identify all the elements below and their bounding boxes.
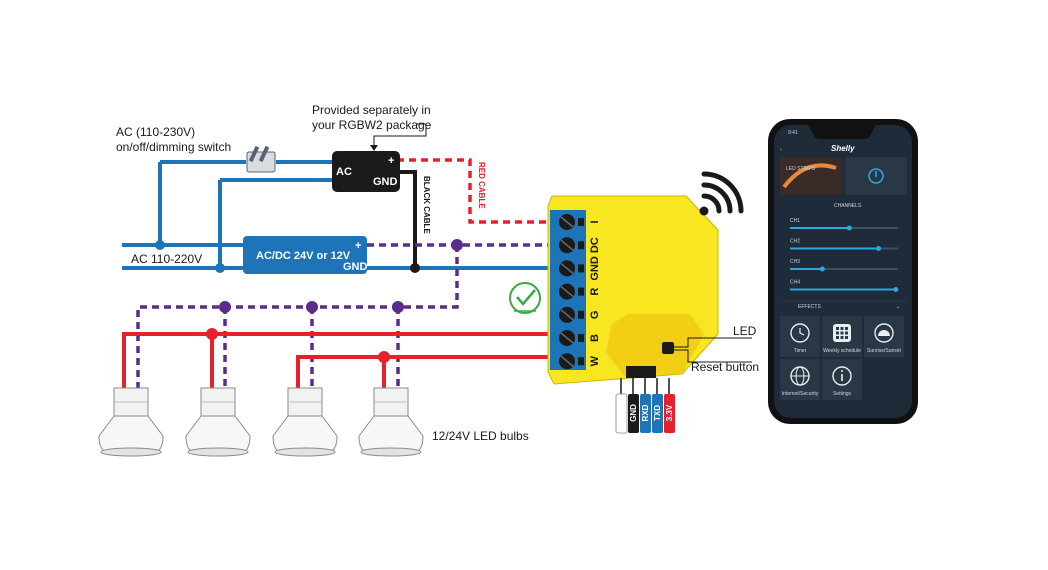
channel-slider-handle[interactable]	[846, 225, 852, 231]
junction-dot	[215, 263, 225, 273]
led-bulb-icon	[185, 387, 251, 457]
tile-label: Timer	[794, 348, 807, 354]
channel-wiring	[122, 332, 556, 388]
clock-icon	[790, 323, 810, 343]
adapter: AC + GND	[332, 151, 400, 192]
bulbs-label: 12/24V LED bulbs	[432, 429, 529, 443]
feature-tile[interactable]: Internet/Security	[780, 359, 820, 400]
adapter-ac-label: AC	[336, 166, 352, 178]
phone: 9:41 ‹ Shelly LED STRIPS CHANNELS CH1CH2…	[768, 119, 918, 424]
device-thumbnail[interactable]	[780, 157, 842, 195]
pin-label: 3.3V	[665, 404, 674, 421]
pin-label: TXD	[653, 405, 662, 421]
power-icon[interactable]	[868, 168, 884, 184]
pin-label: RXD	[641, 404, 650, 421]
terminal-label: W	[589, 355, 601, 366]
channel-label: CH3	[790, 259, 800, 265]
junction-dot	[378, 351, 390, 363]
app-brand: Shelly	[831, 144, 855, 153]
pin-label: GPIO0	[617, 400, 626, 425]
channel-slider-handle[interactable]	[819, 266, 825, 272]
feature-tile[interactable]: Sunrise/Sunset	[864, 316, 904, 357]
wifi-icon	[699, 171, 744, 216]
effects-label: EFFECTS	[798, 304, 821, 310]
back-arrow-icon[interactable]: ‹	[780, 147, 782, 153]
tile-label: Sunrise/Sunset	[867, 348, 902, 354]
reset-label: Reset button	[691, 360, 759, 374]
channel-slider-handle[interactable]	[893, 287, 899, 292]
channel-label: CH2	[790, 239, 800, 245]
terminal-label: B	[589, 334, 601, 342]
check-badge-icon	[509, 282, 541, 314]
junction-dot	[306, 301, 318, 313]
junction-dot	[392, 301, 404, 313]
positive-wiring	[136, 243, 556, 388]
junction-dot	[155, 240, 165, 250]
led-label: LED	[733, 324, 757, 338]
pin	[628, 394, 639, 433]
info-icon	[832, 366, 852, 386]
tile-label: Weekly schedule	[823, 348, 861, 354]
pin	[652, 394, 663, 433]
led-pointer	[666, 337, 752, 348]
adapter-gnd-label: GND	[373, 176, 398, 188]
adapter-plus-label: +	[388, 155, 394, 167]
led-bulb-icon	[272, 387, 338, 457]
channels-title: CHANNELS	[834, 203, 862, 209]
psu-plus-label: +	[355, 240, 361, 252]
status-time: 9:41	[788, 130, 798, 136]
terminal-label: R	[589, 288, 601, 296]
led-bulb-icon	[358, 387, 424, 457]
terminal-screws	[559, 214, 584, 370]
psu-title: AC/DC 24V or 12V	[256, 250, 351, 262]
ac-line-label: AC 110-220V	[131, 252, 202, 266]
ac-wiring	[122, 160, 556, 270]
junction-dot	[206, 328, 218, 340]
junction-dot	[410, 263, 420, 273]
terminal-label: GND	[589, 256, 601, 281]
power-supply: AC/DC 24V or 12V + GND	[243, 236, 368, 274]
terminal-label: DC	[589, 237, 601, 253]
chevron-down-icon[interactable]: ⌄	[896, 304, 900, 310]
black-cable-label: BLACK CABLE	[422, 176, 431, 234]
pin-label: GND	[629, 404, 638, 422]
feature-tiles: Timer Weekly schedule Sunrise/SunsetIntern…	[780, 316, 904, 400]
channel-label: CH4	[790, 280, 800, 286]
switch-icon	[246, 145, 276, 173]
feature-tile[interactable]: Weekly schedule	[822, 316, 862, 357]
channel-label: CH1	[790, 218, 800, 224]
rgbw2-module: I DC GND R G B W	[547, 195, 719, 385]
sunrise-icon	[874, 323, 894, 343]
feature-tile[interactable]: Settings	[822, 359, 862, 400]
led-bulbs	[98, 387, 424, 457]
terminal-label: I	[589, 220, 601, 223]
led-bulb-icon	[98, 387, 164, 457]
tile-label: Settings	[833, 391, 852, 397]
feature-tile[interactable]: Timer	[780, 316, 820, 357]
terminal-label: G	[589, 311, 601, 320]
junction-dot	[451, 239, 463, 251]
black-cable	[397, 170, 417, 268]
junction-dot	[219, 301, 231, 313]
red-cable	[397, 158, 556, 224]
pin	[640, 394, 651, 433]
channel-slider-handle[interactable]	[876, 246, 882, 251]
tile-label: Internet/Security	[782, 391, 819, 397]
pin	[615, 393, 628, 434]
device-name: LED STRIPS	[786, 166, 816, 172]
reset-pointer	[674, 349, 752, 363]
terminal-labels: I DC GND R G B W	[589, 220, 601, 366]
psu-gnd-label: GND	[343, 261, 368, 273]
provided-pointer	[373, 123, 427, 148]
switch-label: AC (110-230V)on/off/dimming switch	[116, 125, 231, 154]
red-cable-label: RED CABLE	[477, 162, 486, 209]
pin	[664, 394, 675, 433]
